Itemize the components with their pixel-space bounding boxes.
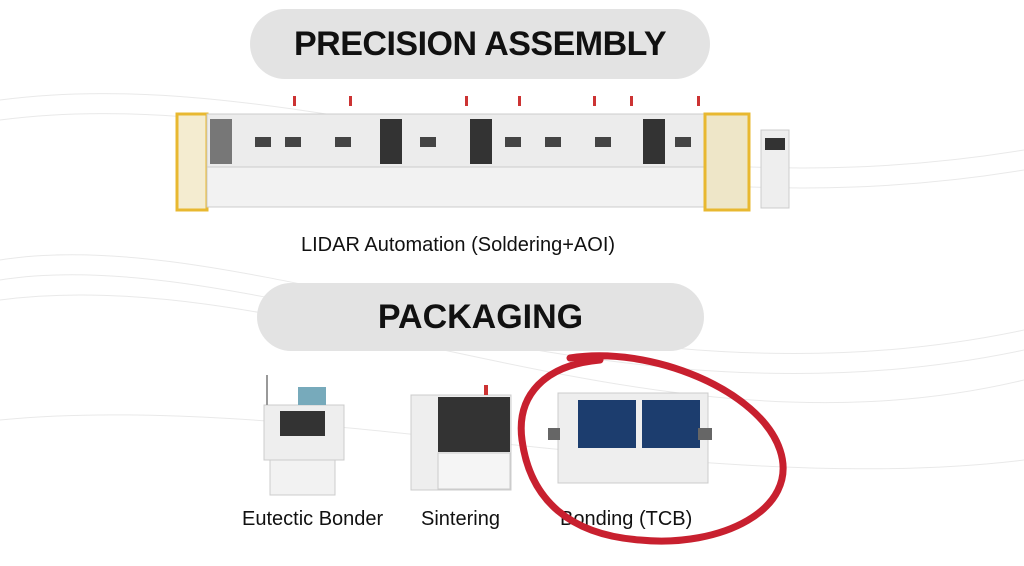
caption-lidar-automation: LIDAR Automation (Soldering+AOI) (301, 234, 616, 256)
tcb-bonding-machine-image (548, 392, 712, 484)
section-title-precision-assembly: PRECISION ASSEMBLY (250, 9, 710, 79)
eutectic-bonder-image (263, 375, 345, 496)
sintering-machine-image (410, 385, 512, 491)
section-title-packaging: PACKAGING (257, 283, 704, 351)
caption-eutectic-bonder: Eutectic Bonder (242, 508, 384, 530)
lidar-automation-line-image (175, 96, 790, 212)
caption-bonding-tcb: Bonding (TCB) (560, 508, 693, 530)
caption-sintering: Sintering (421, 508, 500, 530)
